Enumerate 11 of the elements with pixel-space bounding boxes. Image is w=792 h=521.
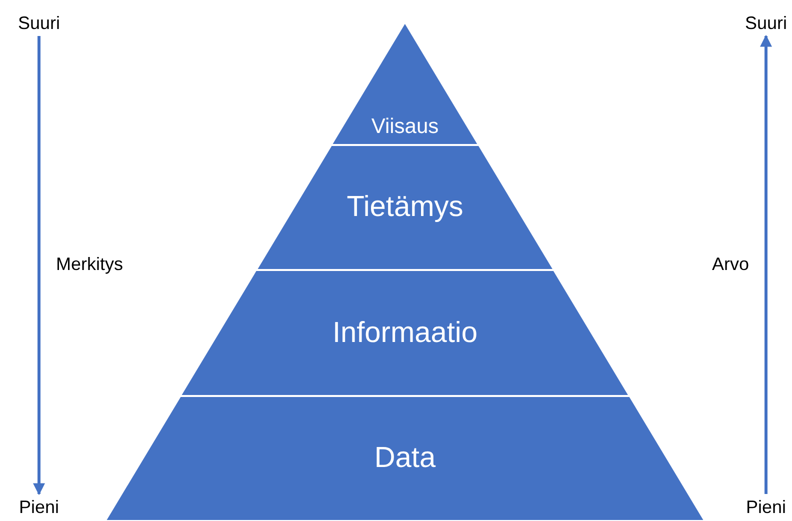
scale-label: Pieni (18, 496, 60, 518)
scale-label: Suuri (744, 12, 788, 34)
level-label: Viisaus (371, 115, 439, 139)
arrow (760, 34, 772, 494)
scale-label: Pieni (746, 496, 786, 518)
level-label: Informaatio (332, 316, 478, 350)
edge-label: Merkitys (56, 254, 123, 275)
level-label: Data (374, 442, 436, 475)
arrow (33, 36, 45, 496)
scale-label: Suuri (18, 12, 60, 34)
level-label: Tietämys (346, 191, 464, 224)
